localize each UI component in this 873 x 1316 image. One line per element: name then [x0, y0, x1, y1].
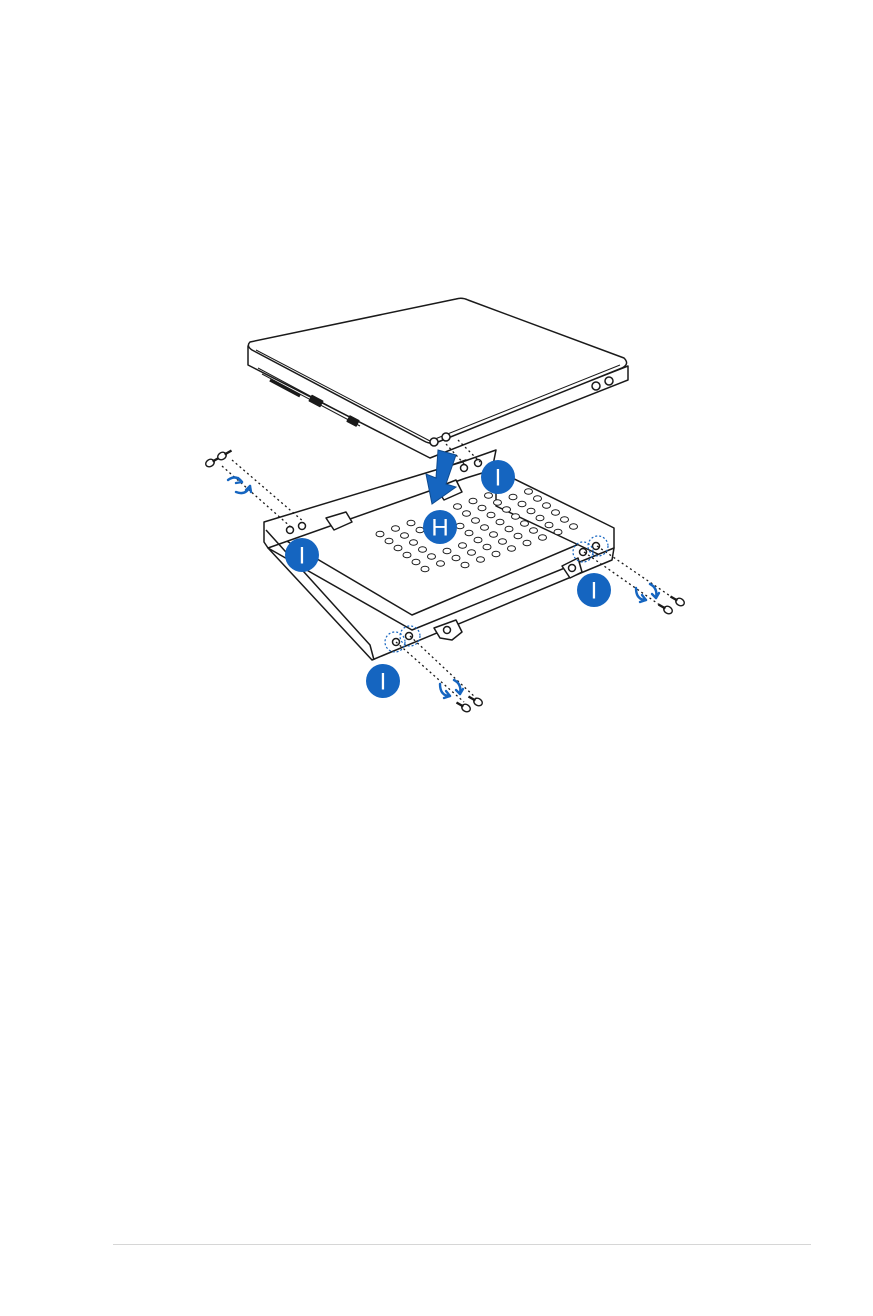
vent-hole: [464, 529, 474, 537]
callout-label-i-right: I: [591, 578, 598, 605]
callout-badge-i-left: I: [285, 538, 319, 572]
vent-hole: [458, 542, 467, 549]
vent-hole: [460, 561, 470, 569]
screw-icon: [455, 701, 471, 713]
insert-down-arrow-icon: [425, 449, 458, 505]
callout-label-i-left: I: [299, 543, 306, 570]
vent-hole: [482, 543, 492, 551]
vent-hole: [533, 495, 542, 502]
rotate-icon: [226, 476, 253, 495]
vent-hole: [513, 532, 523, 540]
vent-hole: [538, 534, 547, 541]
vent-hole: [551, 509, 560, 516]
vent-hole: [526, 507, 536, 515]
bracket-vent-holes: [375, 488, 578, 573]
screw-icon: [467, 695, 483, 707]
vent-hole: [442, 547, 452, 555]
callout-badge-h: H: [423, 510, 457, 544]
vent-hole: [491, 550, 501, 558]
vent-hole: [495, 518, 505, 526]
vent-hole: [391, 525, 400, 532]
vent-hole: [411, 558, 421, 566]
vent-hole: [529, 527, 538, 534]
vent-hole: [544, 521, 554, 529]
vent-hole: [508, 493, 518, 501]
rotate-icon: [634, 582, 661, 604]
vent-hole: [507, 545, 516, 552]
callout-badge-i-bottom: I: [366, 664, 400, 698]
vent-hole: [462, 510, 471, 517]
screw-icon: [217, 449, 233, 461]
vent-hole: [468, 497, 478, 505]
vent-hole: [498, 538, 507, 545]
rotate-arrows: [226, 476, 661, 700]
vent-hole: [522, 539, 532, 547]
vent-hole: [502, 506, 511, 513]
vent-hole: [451, 554, 461, 562]
vent-hole: [418, 546, 427, 553]
vent-hole: [436, 560, 445, 567]
screws: [205, 449, 685, 713]
vent-hole: [375, 530, 385, 538]
vent-hole: [484, 492, 493, 499]
vent-hole: [476, 556, 485, 563]
callout-badge-i-right: I: [577, 573, 611, 607]
vent-hole: [415, 526, 425, 534]
vent-hole: [471, 517, 480, 524]
vent-hole: [455, 522, 465, 530]
screw-hole-highlights: [384, 535, 609, 653]
vent-hole: [486, 511, 496, 519]
vent-hole: [420, 565, 430, 573]
callout-label-i-bottom: I: [380, 669, 387, 696]
vent-hole: [542, 502, 551, 509]
vent-hole: [493, 499, 502, 506]
vent-hole: [467, 549, 476, 556]
vent-hole: [520, 520, 529, 527]
vent-hole: [453, 503, 462, 510]
vent-hole: [569, 523, 578, 530]
vent-hole: [553, 528, 563, 536]
screw-icon: [669, 595, 685, 607]
callout-label-i-top: I: [495, 465, 502, 492]
rotate-icon: [438, 678, 465, 700]
vent-hole: [517, 500, 527, 508]
vent-hole: [384, 537, 394, 545]
screw-icon: [657, 603, 673, 615]
vent-hole: [400, 532, 409, 539]
storage-drive: [247, 297, 629, 459]
vent-hole: [406, 519, 416, 527]
vent-hole: [511, 513, 520, 520]
vent-hole: [535, 514, 545, 522]
vent-hole: [409, 539, 418, 546]
vent-hole: [524, 488, 533, 495]
vent-hole: [427, 553, 436, 560]
callout-label-h: H: [431, 515, 448, 542]
vent-hole: [402, 551, 412, 559]
vent-hole: [489, 531, 498, 538]
callout-badge-i-top: I: [481, 460, 515, 494]
vent-hole: [477, 504, 487, 512]
vent-hole: [473, 536, 483, 544]
vent-hole: [393, 544, 403, 552]
footer-rule: [113, 1244, 811, 1245]
vent-hole: [560, 516, 569, 523]
vent-hole: [480, 524, 489, 531]
vent-hole: [504, 525, 514, 533]
